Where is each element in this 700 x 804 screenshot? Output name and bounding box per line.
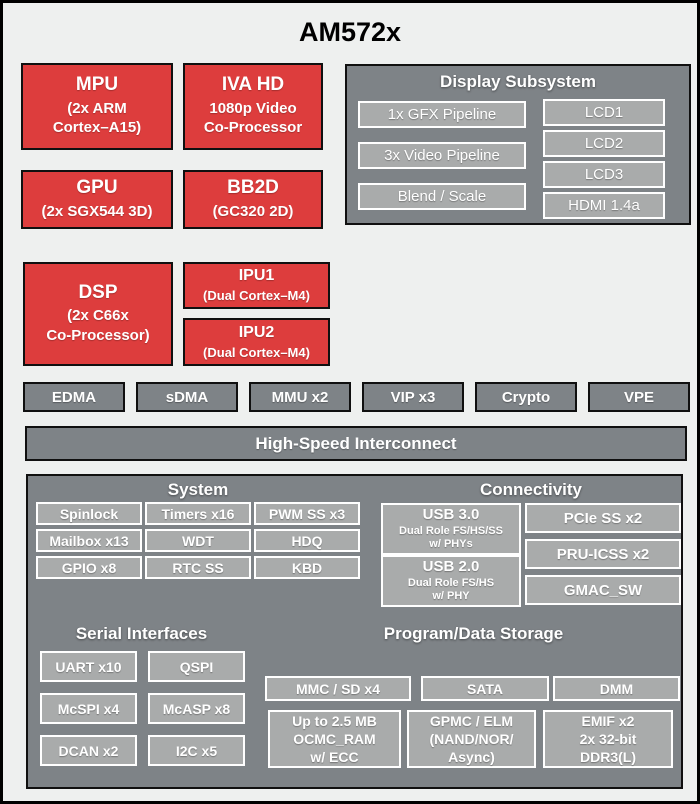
chip-sata: SATA	[421, 676, 549, 701]
chip-mcasp: McASP x8	[148, 693, 245, 724]
block-iva-hd-subtitle: 1080p Video Co-Processor	[203, 99, 303, 137]
block-vip: VIP x3	[362, 382, 464, 412]
block-edma: EDMA	[23, 382, 125, 412]
block-ipu1-title: IPU1	[238, 267, 275, 285]
block-gpu-title: GPU	[76, 176, 118, 198]
block-ipu2-title: IPU2	[238, 323, 275, 341]
chip-mcspi: McSPI x4	[40, 693, 137, 724]
chip-dcan: DCAN x2	[40, 735, 137, 766]
chip-ocmc-ram: Up to 2.5 MB OCMC_RAM w/ ECC	[268, 710, 401, 768]
block-gpu-subtitle: (2x SGX544 3D)	[41, 202, 153, 220]
block-ipu2-subtitle: (Dual Cortex–M4)	[203, 344, 310, 360]
page-title: AM572x	[298, 17, 402, 47]
chip-mmc-sd: MMC / SD x4	[265, 676, 411, 701]
display-subsystem-panel: Display Subsystem 1x GFX Pipeline 3x Vid…	[345, 64, 691, 225]
block-mpu-subtitle: (2x ARM Cortex–A15)	[52, 99, 142, 137]
chip-lcd3: LCD3	[543, 161, 665, 188]
block-bb2d: BB2D (GC320 2D)	[183, 170, 323, 229]
block-sdma: sDMA	[136, 382, 238, 412]
chip-rtc-ss: RTC SS	[145, 556, 251, 579]
interconnect-bar: High-Speed Interconnect	[25, 426, 687, 461]
chip-hdq: HDQ	[254, 529, 360, 552]
block-dsp-subtitle: (2x C66x Co-Processor)	[46, 307, 150, 344]
chip-mailbox: Mailbox x13	[36, 529, 142, 552]
chip-spinlock: Spinlock	[36, 502, 142, 525]
block-ipu1-subtitle: (Dual Cortex–M4)	[203, 288, 310, 303]
chip-pcie: PCIe SS x2	[525, 503, 681, 533]
system-title: System	[167, 480, 229, 499]
chip-timers: Timers x16	[145, 502, 251, 525]
chip-usb3-title: USB 3.0	[422, 505, 480, 523]
chip-qspi: QSPI	[148, 651, 245, 682]
chip-pwm-ss: PWM SS x3	[254, 502, 360, 525]
chip-blend-scale: Blend / Scale	[358, 183, 526, 210]
block-ipu2: IPU2 (Dual Cortex–M4)	[183, 318, 330, 366]
peripherals-panel: System Spinlock Timers x16 PWM SS x3 Mai…	[26, 474, 683, 789]
chip-usb2-title: USB 2.0	[422, 557, 480, 575]
chip-usb3-subtitle: Dual Role FS/HS/SS w/ PHYs	[399, 524, 503, 551]
block-mpu-title: MPU	[75, 74, 119, 96]
chip-i2c: I2C x5	[148, 735, 245, 766]
block-ipu1: IPU1 (Dual Cortex–M4)	[183, 262, 330, 309]
block-dsp-title: DSP	[78, 281, 118, 303]
block-crypto: Crypto	[475, 382, 577, 412]
block-mpu: MPU (2x ARM Cortex–A15)	[21, 63, 173, 150]
chip-gpmc-elm: GPMC / ELM (NAND/NOR/ Async)	[407, 710, 536, 768]
block-bb2d-title: BB2D	[227, 176, 279, 198]
chip-usb2-subtitle: Dual Role FS/HS w/ PHY	[407, 576, 495, 603]
chip-gfx-pipeline: 1x GFX Pipeline	[358, 101, 526, 128]
chip-usb3: USB 3.0 Dual Role FS/HS/SS w/ PHYs	[381, 503, 521, 555]
block-vpe: VPE	[588, 382, 690, 412]
chip-gmac-sw: GMAC_SW	[525, 575, 681, 605]
chip-pru-icss: PRU-ICSS x2	[525, 539, 681, 569]
chip-gpio: GPIO x8	[36, 556, 142, 579]
chip-emif: EMIF x2 2x 32-bit DDR3(L)	[543, 710, 673, 768]
chip-lcd1: LCD1	[543, 99, 665, 126]
chip-kbd: KBD	[254, 556, 360, 579]
chip-hdmi: HDMI 1.4a	[543, 192, 665, 219]
block-iva-hd: IVA HD 1080p Video Co-Processor	[183, 63, 323, 150]
chip-dmm: DMM	[553, 676, 680, 701]
chip-uart: UART x10	[40, 651, 137, 682]
chip-lcd2: LCD2	[543, 130, 665, 157]
block-dsp: DSP (2x C66x Co-Processor)	[23, 262, 173, 366]
chip-usb2: USB 2.0 Dual Role FS/HS w/ PHY	[381, 555, 521, 607]
block-gpu: GPU (2x SGX544 3D)	[21, 170, 173, 229]
display-subsystem-title: Display Subsystem	[440, 72, 596, 91]
chip-wdt: WDT	[145, 529, 251, 552]
block-iva-hd-title: IVA HD	[221, 74, 285, 96]
chip-video-pipeline: 3x Video Pipeline	[358, 142, 526, 169]
storage-title: Program/Data Storage	[383, 624, 564, 643]
serial-interfaces-title: Serial Interfaces	[75, 624, 208, 643]
block-bb2d-subtitle: (GC320 2D)	[212, 202, 294, 220]
block-mmu: MMU x2	[249, 382, 351, 412]
connectivity-title: Connectivity	[479, 480, 583, 499]
